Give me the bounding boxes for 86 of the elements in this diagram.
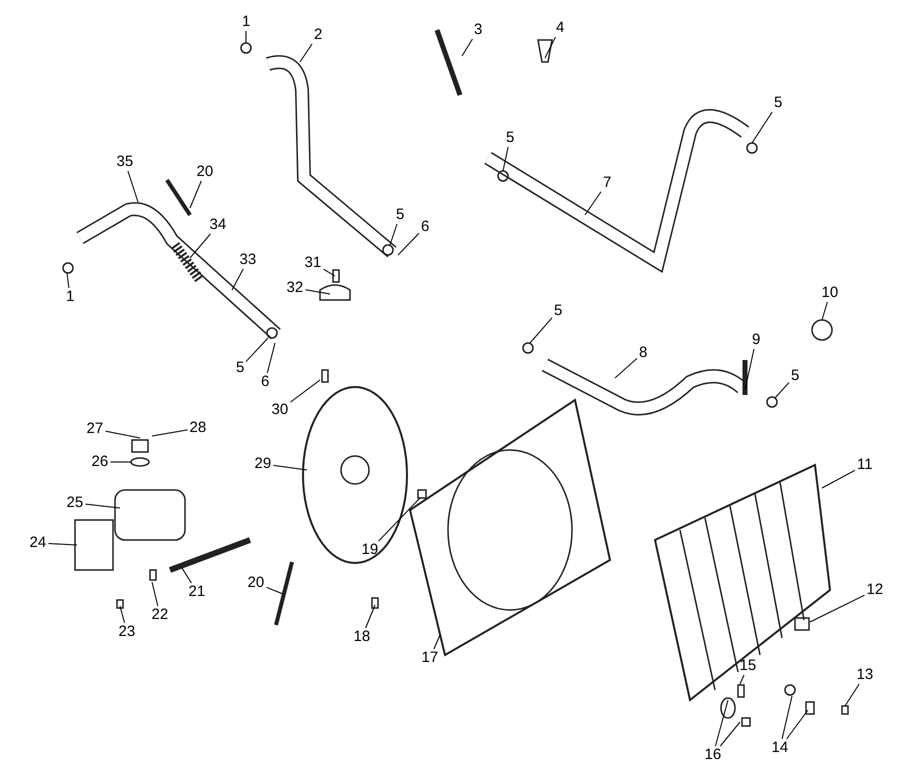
callout-number: 9 (751, 332, 762, 348)
leader-line (120, 606, 126, 624)
callout-number: 35 (116, 154, 134, 170)
callout-number: 32 (286, 280, 304, 296)
callout-number: 20 (246, 575, 266, 591)
leader-line (152, 582, 158, 606)
callout-number: 21 (188, 584, 206, 600)
callout-number: 20 (196, 164, 214, 180)
callout-number: 19 (360, 542, 380, 558)
leader-line (152, 429, 188, 436)
leader-line (774, 382, 790, 398)
leader-line (786, 710, 808, 740)
leader-line (584, 191, 602, 216)
leader-line (530, 317, 552, 344)
leader-line (782, 696, 792, 740)
callout-number: 8 (638, 345, 648, 361)
callout-number: 29 (254, 456, 272, 472)
leader-line (85, 504, 120, 508)
leader-line (822, 470, 856, 488)
callout-number: 2 (313, 27, 324, 43)
leader-line (66, 272, 70, 288)
leader-line (266, 586, 284, 594)
callout-number: 4 (555, 20, 566, 36)
callout-number: 24 (28, 535, 48, 551)
leader-line (714, 700, 728, 746)
callout-number: 30 (270, 402, 290, 418)
callout-number: 26 (90, 454, 110, 470)
callout-number: 16 (704, 747, 722, 763)
callout-number: 11 (856, 457, 874, 473)
leader-line (744, 348, 755, 390)
callout-number: 17 (420, 650, 440, 666)
callout-number: 1 (65, 289, 76, 305)
leader-line (266, 342, 276, 374)
callout-number: 13 (856, 667, 874, 683)
leader-line (390, 224, 398, 246)
callout-number: 12 (866, 582, 884, 598)
callout-number: 5 (235, 360, 246, 376)
callout-number: 34 (208, 217, 228, 233)
leader-line (365, 604, 376, 628)
leader-line (232, 268, 244, 290)
callout-number: 27 (86, 421, 104, 437)
leader-line (398, 232, 420, 256)
leader-line (290, 380, 320, 403)
leader-line (544, 36, 556, 58)
leader-line (273, 464, 308, 470)
callout-number: 18 (352, 629, 372, 645)
leader-line (127, 170, 138, 202)
leader-line (810, 594, 865, 622)
leader-line (740, 674, 744, 684)
callout-number: 1 (241, 14, 252, 30)
leader-line (300, 44, 312, 62)
callout-number: 25 (66, 495, 84, 511)
callout-number: 14 (770, 740, 790, 756)
leader-line (190, 234, 211, 258)
leader-line (105, 430, 140, 438)
callout-number: 22 (150, 607, 170, 623)
callout-number: 23 (118, 624, 136, 640)
leader-line (190, 180, 202, 208)
leader-line (246, 338, 268, 362)
callout-number: 31 (304, 255, 322, 271)
leader-line (305, 289, 330, 294)
leader-line (844, 684, 860, 706)
callout-number: 6 (260, 374, 270, 390)
leader-line (462, 38, 473, 56)
leader-line (433, 634, 440, 650)
leader-line (822, 302, 828, 320)
callout-number: 10 (820, 285, 840, 301)
callout-number: 28 (188, 420, 208, 436)
leader-line (614, 358, 638, 378)
leader-line (182, 568, 192, 584)
callout-number: 5 (505, 130, 516, 146)
leader-line (752, 112, 773, 144)
callout-number: 15 (738, 658, 758, 674)
callout-number: 5 (395, 207, 406, 223)
leader-line (378, 498, 420, 542)
leader-line (48, 543, 78, 546)
callout-number: 5 (553, 303, 564, 319)
leader-line (720, 722, 740, 746)
leader-line (502, 146, 509, 172)
callout-number: 7 (602, 175, 612, 191)
callout-number: 5 (773, 95, 784, 111)
leader-line (323, 268, 336, 276)
callout-number: 5 (790, 368, 800, 384)
callout-number: 3 (473, 22, 484, 38)
callout-number: 6 (420, 219, 430, 235)
callout-number: 33 (238, 252, 258, 268)
